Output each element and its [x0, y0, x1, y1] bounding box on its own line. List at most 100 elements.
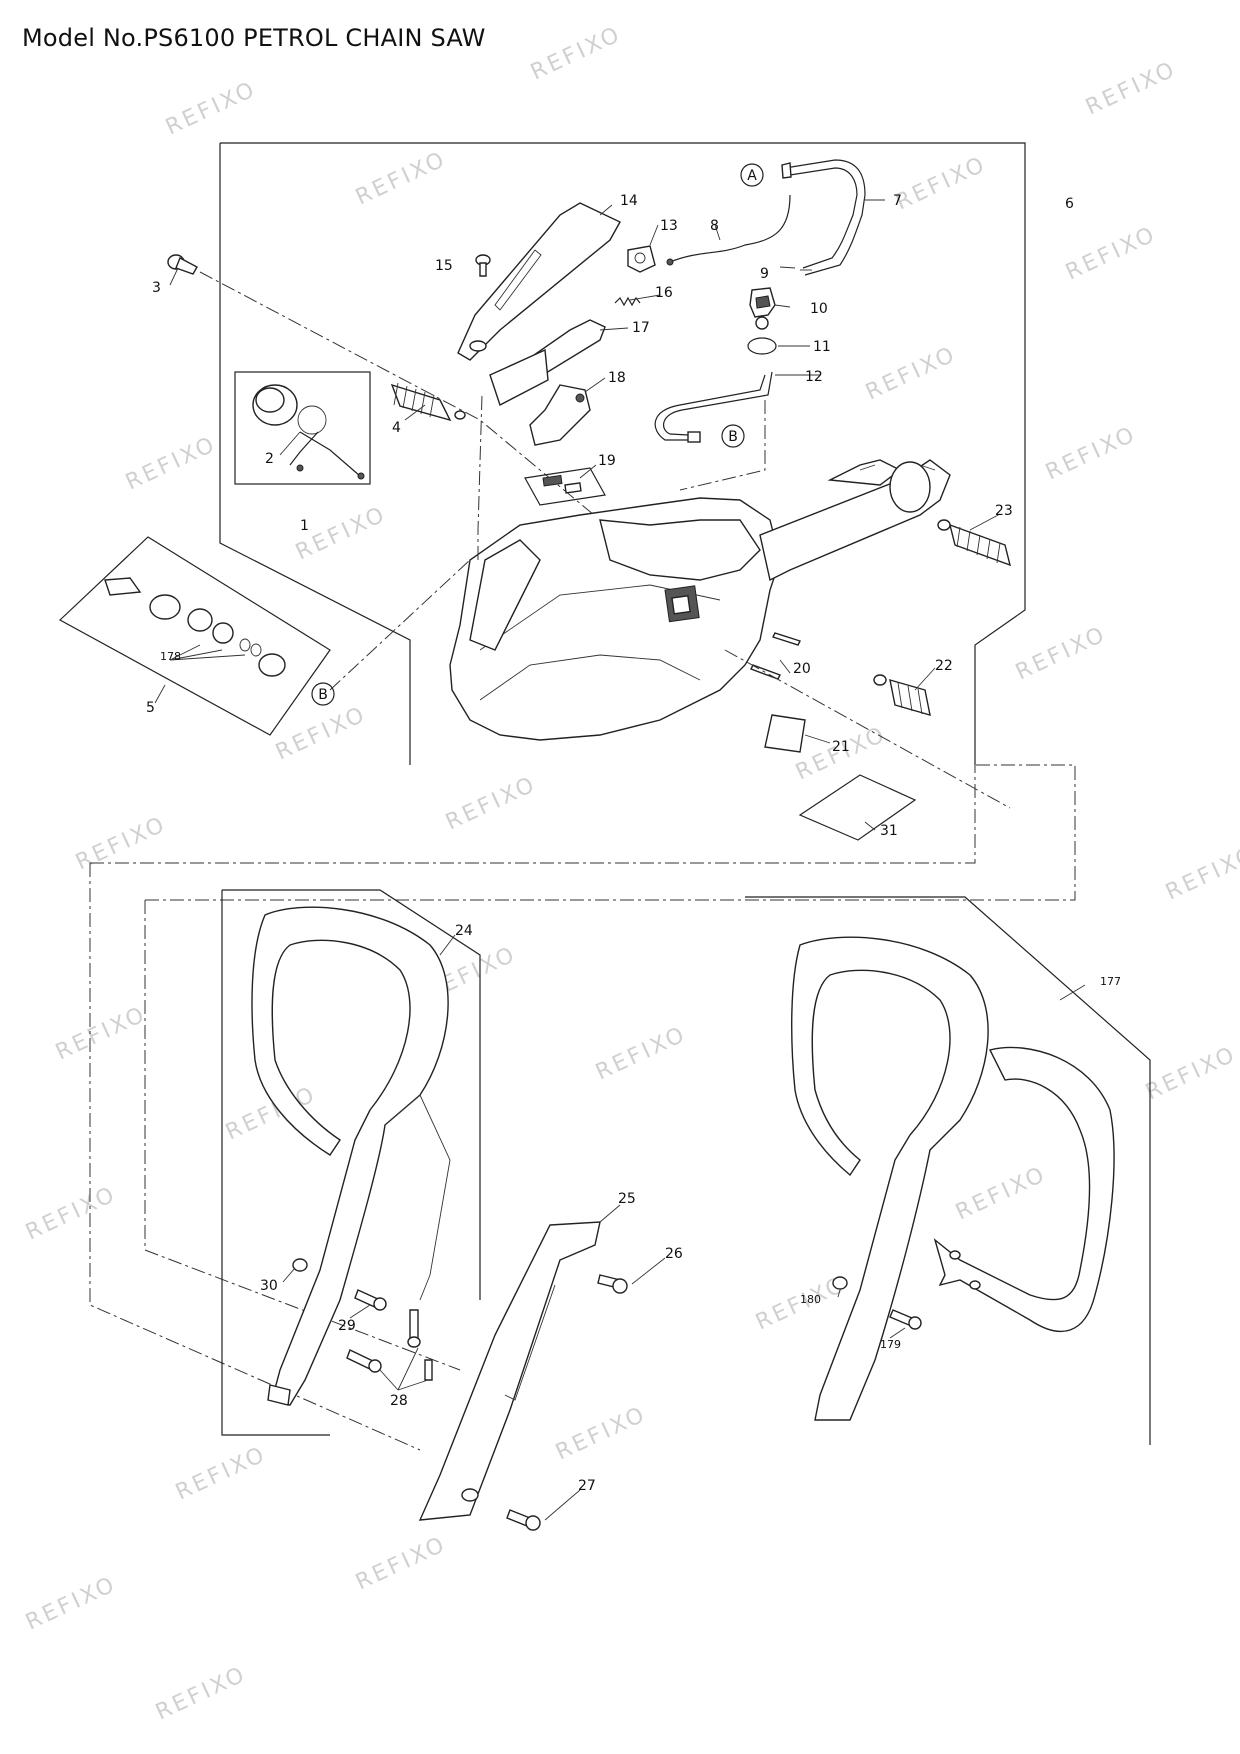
callout-22: 22: [935, 658, 953, 674]
wire-8: [669, 194, 791, 263]
callout-10: 10: [810, 301, 828, 317]
callout-2: 2: [265, 451, 274, 467]
svg-text:B: B: [728, 429, 738, 445]
callout-27: 27: [578, 1478, 596, 1494]
watermark: REFIXO: [592, 1022, 691, 1086]
leader-lines: [154, 199, 1086, 1521]
fuel-line-7: [784, 159, 866, 276]
assembly-path-b: [329, 559, 471, 691]
watermark: REFIXO: [172, 1442, 271, 1506]
watermark: REFIXO: [122, 432, 221, 496]
callout-29: 29: [338, 1318, 356, 1334]
screw-3: [167, 254, 198, 275]
callout-19: 19: [598, 453, 616, 469]
callout-numbers: 1 2 3 4 5 6 7 8 9 10 11 12 13 14 15 16 1…: [146, 193, 1121, 1494]
callout-11: 11: [813, 339, 831, 355]
callout-14: 14: [620, 193, 638, 209]
watermark: REFIXO: [352, 1532, 451, 1596]
ref-b-marker-upper: B: [721, 424, 745, 448]
screw-179: [889, 1309, 922, 1330]
pad-21: [764, 714, 806, 753]
watermark: REFIXO: [152, 1662, 251, 1726]
assembly-path-pins: [724, 649, 1011, 809]
label-sheet-31: [798, 774, 917, 841]
svg-text:A: A: [747, 168, 757, 184]
spring-23: [937, 519, 1011, 567]
assembly-path-vertical: [477, 394, 483, 560]
ref-a-marker: A: [740, 163, 764, 187]
watermark: REFIXO: [892, 152, 991, 216]
watermark-layer: REFIXO REFIXO REFIXO REFIXO REFIXO REFIX…: [22, 22, 1240, 1726]
front-handle-177: [791, 936, 1115, 1421]
callout-180: 180: [800, 1293, 821, 1306]
screw-26: [597, 1274, 628, 1294]
assembly-path-hose: [679, 400, 766, 491]
svg-text:B: B: [318, 687, 328, 703]
group-24-outline: [221, 889, 481, 1436]
throttle-lockout-18: [529, 384, 591, 446]
callout-13: 13: [660, 218, 678, 234]
watermark: REFIXO: [442, 772, 541, 836]
callout-179: 179: [880, 1338, 901, 1351]
callout-24: 24: [455, 923, 473, 939]
watermark: REFIXO: [1042, 422, 1141, 486]
watermark: REFIXO: [1062, 222, 1161, 286]
assembly-line: [199, 271, 601, 521]
watermark: REFIXO: [862, 342, 961, 406]
callout-8: 8: [710, 218, 719, 234]
assembly-path-outer: [89, 765, 976, 1451]
callout-31: 31: [880, 823, 898, 839]
screws-28: [346, 1309, 433, 1381]
rear-handle-cover-14: [457, 202, 621, 361]
callout-28: 28: [390, 1393, 408, 1409]
o-ring-11: [747, 337, 777, 355]
callout-25: 25: [618, 1191, 636, 1207]
callout-5: 5: [146, 700, 155, 716]
subassembly-5-box: [58, 536, 331, 736]
switch-13: [627, 245, 656, 273]
front-handle-24: [251, 906, 451, 1406]
callout-178: 178: [160, 650, 181, 663]
callout-6: 6: [1065, 196, 1074, 212]
callout-3: 3: [152, 280, 161, 296]
nut-180: [832, 1276, 848, 1290]
callout-12: 12: [805, 369, 823, 385]
watermark: REFIXO: [552, 1402, 651, 1466]
group-177-outline: [745, 896, 1151, 1445]
callout-1: 1: [300, 518, 309, 534]
ref-b-marker-lower: B: [311, 682, 335, 706]
watermark: REFIXO: [527, 22, 626, 86]
callout-16: 16: [655, 285, 673, 301]
watermark: REFIXO: [1162, 842, 1240, 906]
watermark: REFIXO: [22, 1182, 121, 1246]
watermark: REFIXO: [952, 1162, 1051, 1226]
fuel-cap-assembly: [252, 384, 365, 480]
watermark: REFIXO: [162, 77, 261, 141]
watermark: REFIXO: [22, 1572, 121, 1636]
subassembly-2-box: [234, 371, 371, 485]
watermark: REFIXO: [1082, 57, 1181, 121]
watermark: REFIXO: [52, 1002, 151, 1066]
throttle-trigger-17: [489, 319, 606, 406]
spring-16: [614, 296, 641, 307]
callout-21: 21: [832, 739, 850, 755]
callout-177: 177: [1100, 975, 1121, 988]
callout-26: 26: [665, 1246, 683, 1262]
labels-19: [524, 467, 606, 506]
callout-4: 4: [392, 420, 401, 436]
callout-9: 9: [760, 266, 769, 282]
callout-30: 30: [260, 1278, 278, 1294]
assembly-path-inner: [144, 764, 1076, 1371]
group-1-outline: [219, 142, 1026, 765]
hand-guard-25: [418, 1221, 601, 1521]
screw-27: [506, 1509, 541, 1531]
watermark: REFIXO: [1012, 622, 1111, 686]
watermark: REFIXO: [72, 812, 171, 876]
callout-23: 23: [995, 503, 1013, 519]
screw-29: [354, 1289, 387, 1311]
spring-4: [390, 382, 466, 422]
watermark: REFIXO: [352, 147, 451, 211]
screw-15: [475, 254, 491, 277]
callout-20: 20: [793, 661, 811, 677]
